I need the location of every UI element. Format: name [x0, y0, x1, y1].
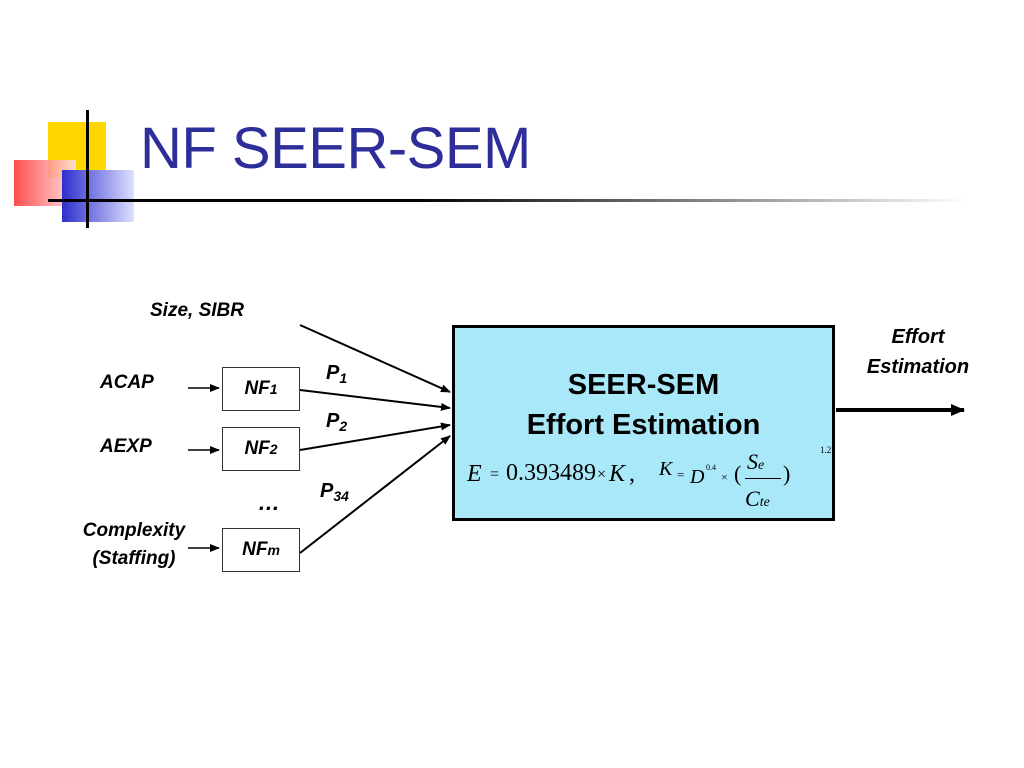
formula-comma: , [629, 461, 635, 487]
formula-exp-outer: 1.2 [820, 445, 832, 455]
formula-times1: × [597, 466, 607, 483]
input-acap: ACAP [100, 372, 154, 393]
formula-rparen: ) [783, 461, 791, 486]
formula-K: K [609, 461, 626, 487]
param-p2-base: P [326, 410, 340, 432]
param-p1-base: P [326, 362, 340, 384]
formula-lparen: ( [734, 461, 742, 486]
output-line1: Effort [891, 326, 945, 348]
nfm-line [299, 435, 451, 554]
seer-sem-box: SEER-SEM Effort Estimation E = 0.393489 … [452, 325, 835, 521]
input-complexity: Complexity (Staffing) [64, 520, 204, 571]
nf2-sub: 2 [269, 441, 278, 457]
formula-eq2: = [677, 467, 685, 482]
input-aexp: AEXP [100, 436, 152, 457]
input-staffing-line2: (Staffing) [92, 547, 176, 569]
formula-eq1: = [490, 466, 500, 483]
nf2-line [299, 422, 451, 451]
box-title-line1: SEER-SEM [567, 369, 720, 401]
ellipsis: … [258, 490, 280, 515]
nfm-sub: m [267, 542, 280, 558]
param-p2: P2 [326, 410, 347, 434]
page-title: NF SEER-SEM [140, 116, 531, 181]
output-line2: Estimation [866, 356, 970, 378]
deco-vertical-line [86, 110, 89, 228]
formula-K2: K [659, 458, 673, 480]
formula-exp-D: 0.4 [706, 463, 716, 472]
size-line [299, 324, 451, 393]
formula-C-sub: te [759, 495, 770, 510]
box-title-line2: Effort Estimation [526, 409, 761, 441]
formula-S: Se [747, 449, 764, 475]
formula-E: E [467, 461, 482, 487]
nf1-sub: 1 [269, 381, 278, 397]
deco-blue-square [62, 170, 134, 222]
formula-C: Cte [745, 486, 770, 512]
param-p34-base: P [320, 480, 334, 502]
title-underline [48, 199, 968, 202]
nf2-base: NF [244, 438, 270, 459]
input-size-sibr: Size, SIBR [150, 300, 244, 321]
param-p2-sub: 2 [339, 418, 348, 434]
formula-coef: 0.393489 [506, 460, 596, 486]
param-p1: P1 [326, 362, 347, 386]
input-complexity-line1: Complexity [82, 520, 186, 541]
fraction-bar [745, 478, 781, 479]
param-p34: P34 [320, 480, 349, 504]
formula-D: D [690, 466, 705, 488]
formula-S-base: S [747, 449, 758, 474]
nf1-line [299, 389, 451, 411]
param-p1-sub: 1 [339, 370, 348, 386]
nfm-base: NF [242, 539, 268, 560]
formula-C-base: C [745, 486, 760, 511]
param-p34-sub: 34 [333, 488, 349, 504]
output-label: Effort Estimation [848, 322, 988, 382]
formula-S-sub: e [758, 458, 765, 473]
formula-times2: × [721, 470, 728, 484]
nf1-base: NF [244, 378, 270, 399]
